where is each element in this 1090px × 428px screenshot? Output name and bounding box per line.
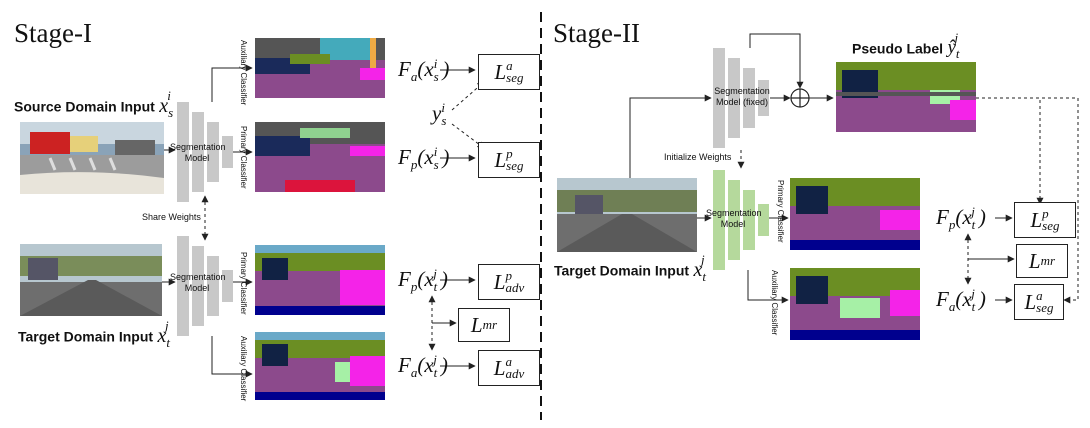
fa-target-output-stage2: Fa(xtj) [936,286,986,315]
seg-model-blocks-fixed [713,48,769,148]
aux-classifier-label-3: Auxiliary Classifier [770,270,779,336]
fa-target-output: Fa(xtj) [398,352,448,381]
seg-map-stage2-aux [790,268,920,340]
target-input-caption-stage2: Target Domain Input xtj [554,252,707,284]
source-image [20,122,164,194]
target-image-stage2 [557,178,697,252]
seg-model-label-target: Segmentation Model [170,272,226,293]
pseudo-label-map [836,62,976,132]
source-input-caption: Source Domain Input xsi [14,88,174,120]
seg-map-target-primary [255,245,385,315]
pseudo-label-label: Pseudo Label [852,40,944,57]
seg-model-label-source: Segmentation Model [170,142,226,163]
seg-map-stage2-primary [790,178,920,250]
seg-model-label-stage2: Segmentation Model [706,208,762,229]
stage1-title: Stage-I [14,18,92,48]
source-input-label: Source Domain Input [14,98,155,115]
target-input-caption-stage1: Target Domain Input xtj [18,318,171,350]
share-weights-label: Share Weights [142,212,201,222]
target-input-label-stage2: Target Domain Input [554,262,690,279]
ys-label: ysi [432,100,447,129]
aux-classifier-label-2: Auxiliary Classifier [239,336,248,402]
fp-source-output: Fp(xsi) [398,144,450,173]
primary-classifier-label-2: Primary Classifier [239,252,248,315]
seg-model-blocks-target [177,236,233,336]
fp-target-output-stage2: Fp(xtj) [936,204,986,233]
initialize-weights-label: Initialize Weights [664,152,732,162]
target-input-label-stage1: Target Domain Input [18,328,154,345]
fa-source-output: Fa(xsi) [398,56,450,85]
seg-map-source-aux [255,38,385,98]
fp-target-output: Fp(xtj) [398,266,448,295]
pseudo-label-caption: Pseudo Label ŷtj [852,30,960,62]
seg-model-blocks-source [177,102,233,202]
stage2-title: Stage-II [553,18,640,48]
seg-map-target-aux [255,332,385,400]
aux-classifier-label-1: Auxiliary Classifier [239,40,248,106]
seg-model-blocks-green [713,170,769,270]
target-image-stage1 [20,244,162,316]
primary-classifier-label-1: Primary Classifier [239,126,248,189]
seg-model-fixed-label: Segmentation Model (fixed) [714,86,770,107]
seg-map-source-primary [255,122,385,192]
primary-classifier-label-3: Primary Classifier [776,180,785,243]
